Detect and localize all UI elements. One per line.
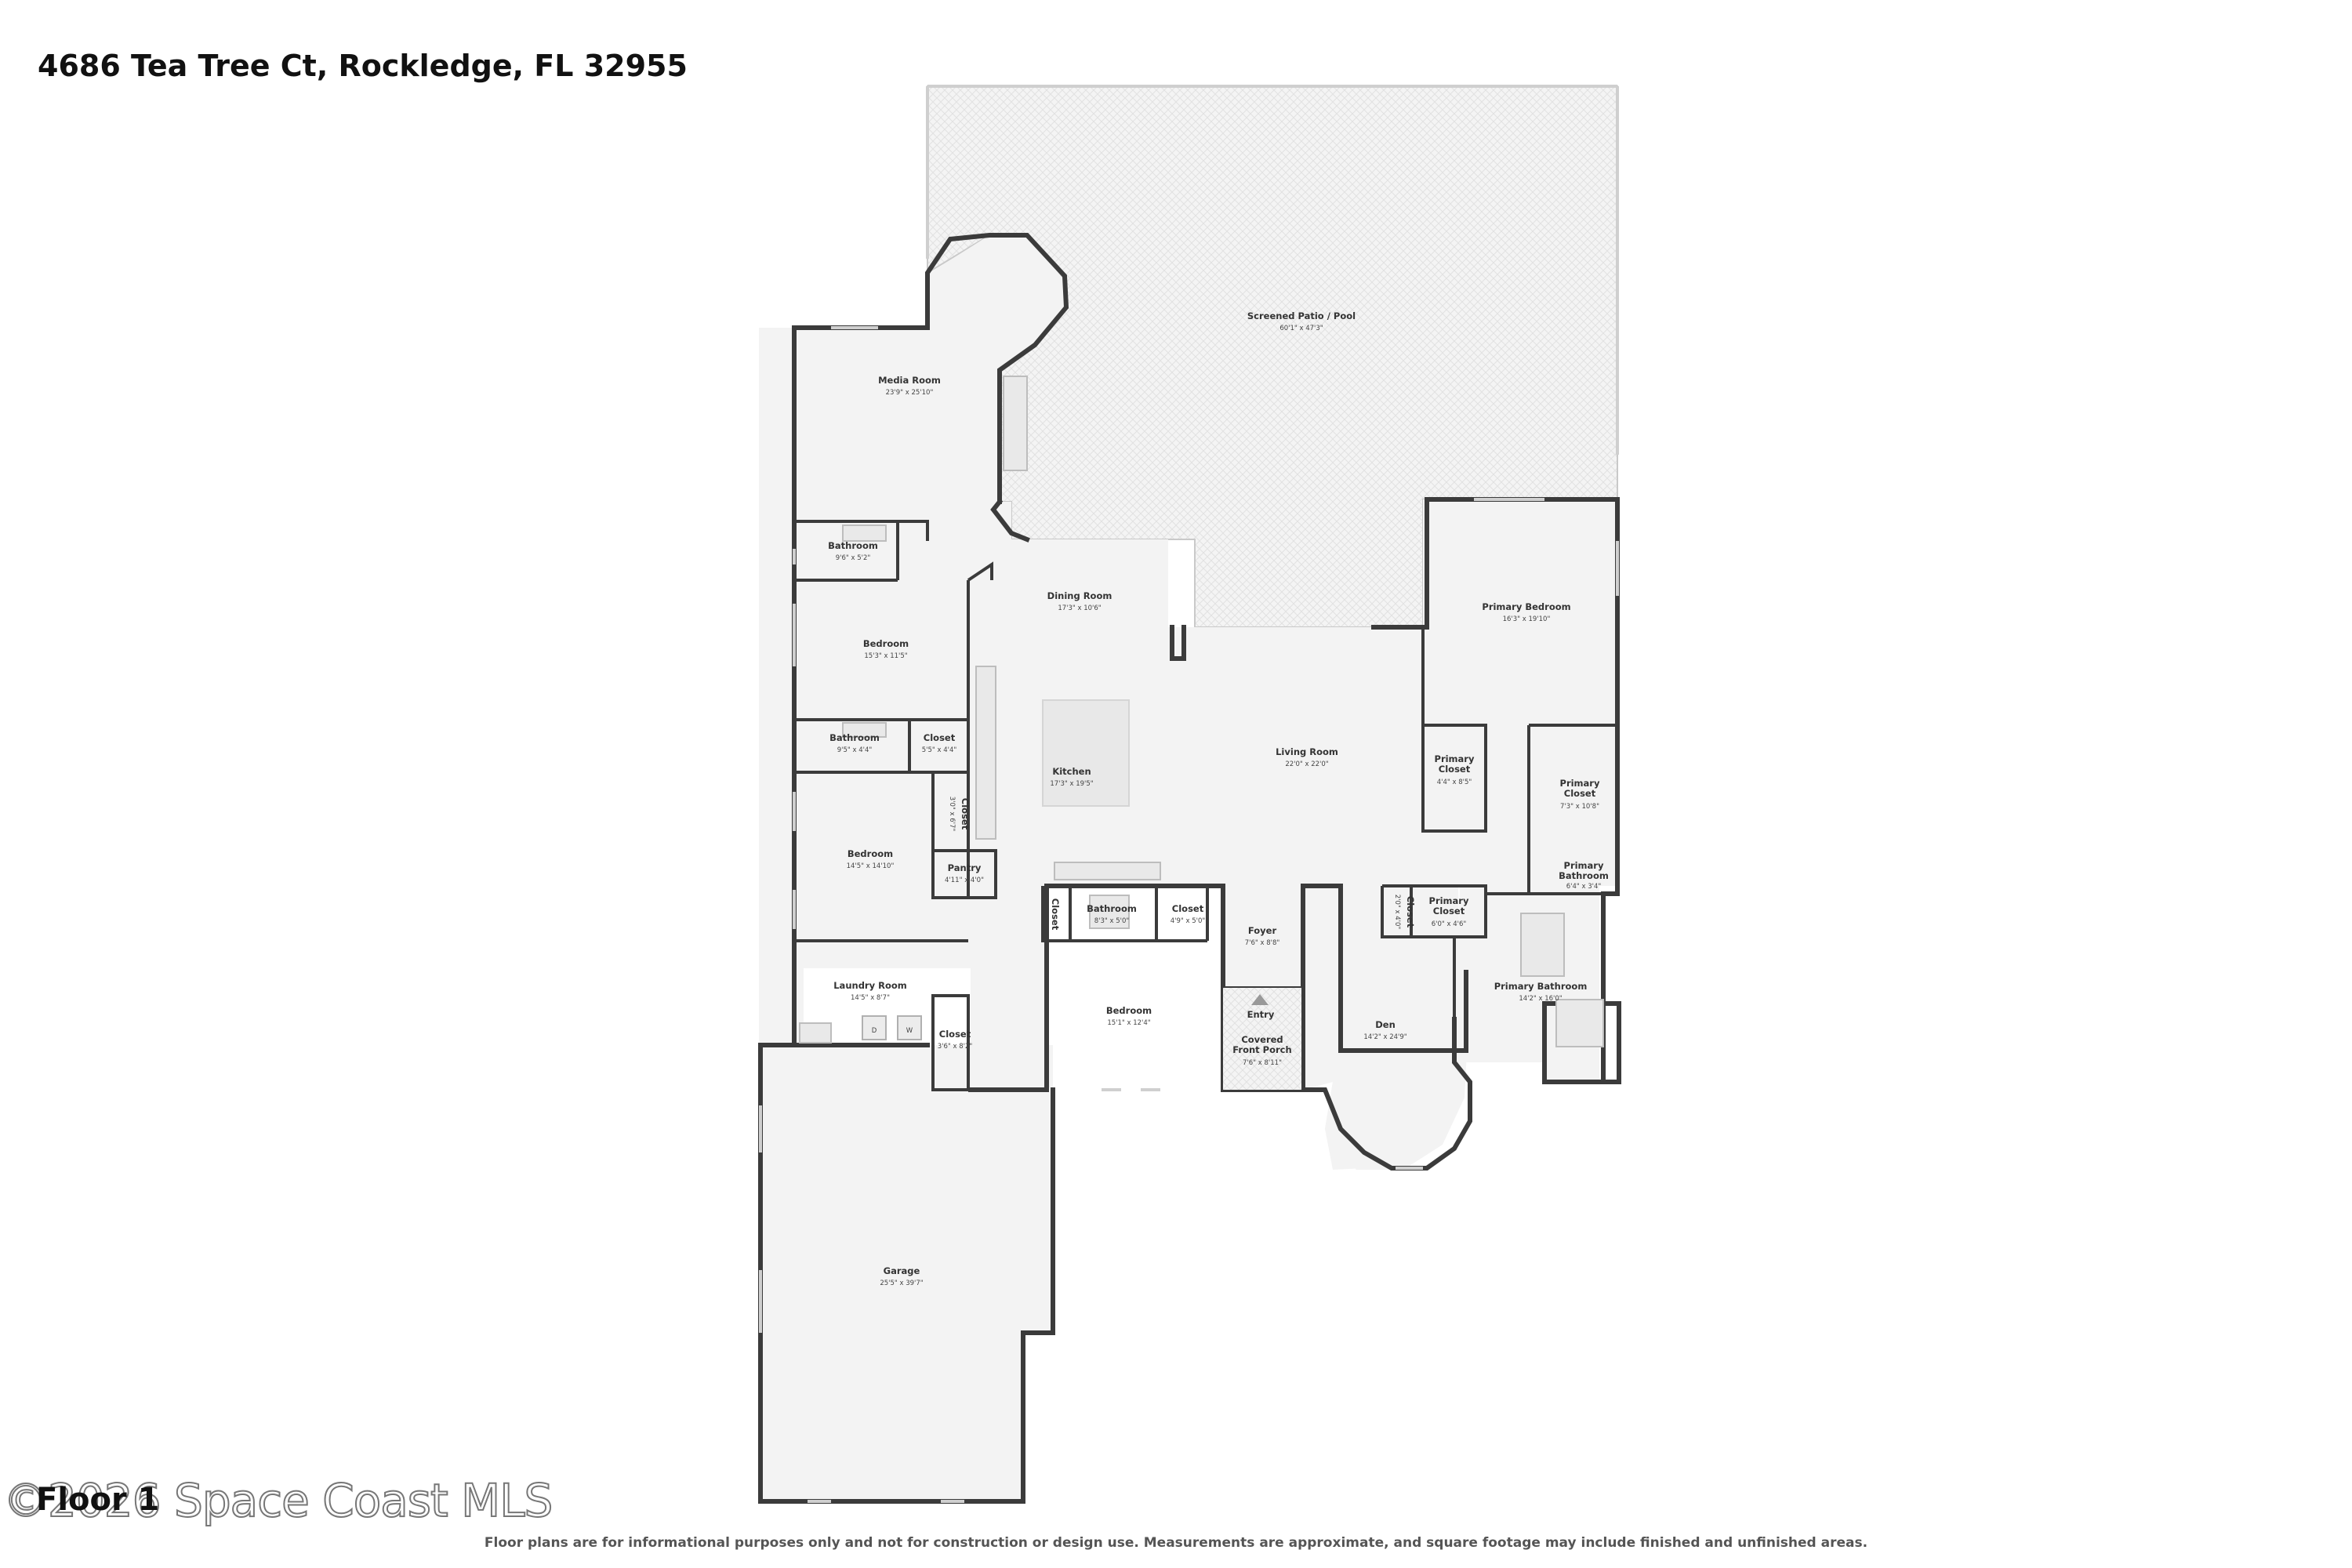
room-name: Screened Patio / Pool <box>1247 310 1356 321</box>
room-name: Foyer <box>1248 925 1277 936</box>
room-name: Kitchen <box>1052 766 1091 777</box>
laundry-appliances: D W <box>862 1015 922 1040</box>
room-name: Bedroom <box>848 848 893 859</box>
room-name: Closet <box>1405 896 1416 928</box>
room-dims: 60'1" x 47'3" <box>1279 325 1323 332</box>
room-dims: 2'0" x 4'0" <box>1393 895 1401 930</box>
room-dims: 15'3" x 11'5" <box>864 652 907 660</box>
room-dims: 17'3" x 10'6" <box>1058 604 1101 612</box>
room-dims: 9'6" x 5'2" <box>836 554 871 562</box>
room-dims: 14'5" x 8'7" <box>851 994 890 1002</box>
room-name: Primary Bathroom <box>1494 981 1588 992</box>
room-dims: 3'6" x 8'2" <box>938 1043 973 1051</box>
dryer-label: D <box>872 1027 877 1035</box>
room-name: Den <box>1375 1019 1396 1030</box>
room-name: Closet <box>939 1029 971 1040</box>
room-dims: 6'4" x 3'4" <box>1566 883 1602 891</box>
room-dims: 22'0" x 22'0" <box>1285 760 1328 768</box>
room-name: Laundry Room <box>833 980 907 991</box>
room-dims: 14'5" x 14'10" <box>847 862 895 870</box>
washer-icon <box>897 1015 922 1040</box>
room-name: Living Room <box>1276 746 1338 757</box>
room-dims: 5'5" x 4'4" <box>922 746 957 754</box>
room-name: Bathroom <box>828 540 878 551</box>
room-dims: 17'3" x 19'5" <box>1050 780 1093 788</box>
watermark: ©2026 Space Coast MLS <box>2 1473 554 1528</box>
room-name: Primary Bedroom <box>1482 601 1570 612</box>
room-dims: 15'1" x 12'4" <box>1107 1019 1150 1027</box>
room-dims: 25'5" x 39'7" <box>880 1279 923 1287</box>
fixtures <box>799 376 1604 1047</box>
room-name: Closet <box>924 732 956 743</box>
entry-arrow-icon <box>1251 994 1269 1005</box>
room-name: Closet <box>960 798 971 830</box>
room-dims: 4'11" x 4'0" <box>945 877 984 884</box>
room-dims: 16'3" x 19'10" <box>1503 615 1551 623</box>
floor-label: Floor 1 <box>36 1482 160 1518</box>
room-name: Bedroom <box>863 638 909 649</box>
windows <box>759 85 1619 1503</box>
washer-label: W <box>906 1027 913 1035</box>
interior-floor <box>759 235 1617 1501</box>
room-name: Garage <box>884 1265 920 1276</box>
room-name: Dining Room <box>1047 590 1112 601</box>
room-dims: 9'5" x 4'4" <box>837 746 873 754</box>
room-name: Closet <box>1050 898 1061 931</box>
kitchen-island <box>1042 699 1130 807</box>
room-dims: 14'2" x 16'0" <box>1519 995 1562 1003</box>
room-dims: 14'2" x 24'9" <box>1363 1033 1406 1041</box>
disclaimer: Floor plans are for informational purpos… <box>484 1535 1868 1551</box>
dryer-icon <box>862 1015 887 1040</box>
room-dims: 7'3" x 10'8" <box>1560 803 1599 811</box>
room-dims: 8'3" x 5'0" <box>1094 917 1130 925</box>
room-dims: 7'6" x 8'8" <box>1245 939 1280 947</box>
page-title: 4686 Tea Tree Ct, Rockledge, FL 32955 <box>38 49 688 83</box>
room-dims: 4'9" x 5'0" <box>1171 917 1206 925</box>
room-name: Bathroom <box>1087 903 1137 914</box>
room-name: Bathroom <box>829 732 880 743</box>
room-dims: 23'9" x 25'10" <box>886 389 934 397</box>
room-dims: 4'4" x 8'5" <box>1437 779 1472 786</box>
room-name: Closet <box>1172 903 1204 914</box>
room-dims: 6'0" x 4'6" <box>1432 920 1467 928</box>
room-dims: 3'0" x 6'7" <box>948 797 956 832</box>
room-name: Pantry <box>948 862 982 873</box>
room-labels: Screened Patio / Pool 60'1" x 47'3" Medi… <box>828 310 1609 1287</box>
room-name: Bedroom <box>1106 1005 1152 1016</box>
entry-label: Entry <box>1247 1009 1275 1020</box>
room-name: Media Room <box>878 375 941 386</box>
room-dims: 7'6" x 8'11" <box>1243 1059 1282 1067</box>
